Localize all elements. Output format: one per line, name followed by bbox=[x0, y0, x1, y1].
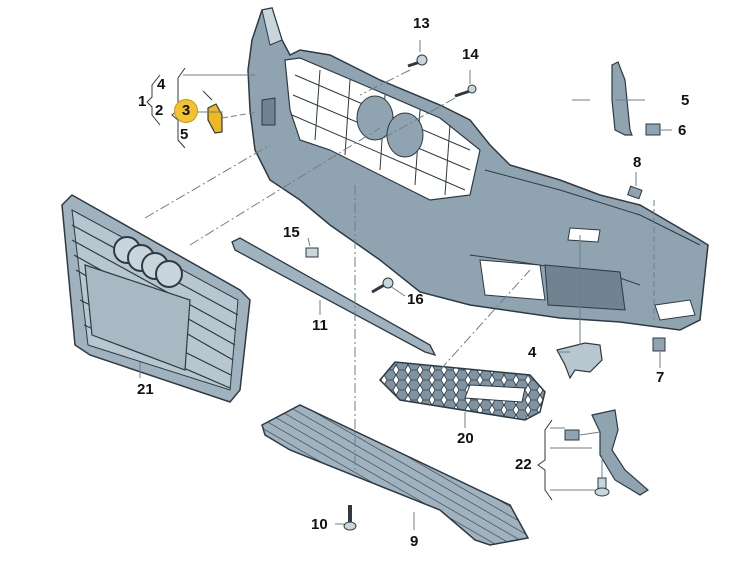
callout-9: 9 bbox=[410, 533, 419, 550]
callout-15: 15 bbox=[283, 224, 300, 241]
mounting-bracket bbox=[611, 61, 633, 136]
clip-nut-6 bbox=[645, 123, 661, 136]
callout-7: 7 bbox=[656, 369, 665, 386]
undertray bbox=[261, 404, 530, 546]
lower-trim-strip bbox=[231, 237, 437, 357]
fog-light-grille bbox=[378, 361, 546, 421]
screw-16 bbox=[371, 277, 394, 294]
callout-13: 13 bbox=[413, 15, 430, 32]
group-braces bbox=[146, 67, 553, 501]
callout-4: 4 bbox=[528, 344, 537, 361]
callout-6: 6 bbox=[678, 122, 687, 139]
callout-1: 1 bbox=[138, 93, 147, 110]
callout-11: 11 bbox=[312, 317, 328, 334]
callout-16: 16 bbox=[407, 291, 424, 308]
tow-hook-cap bbox=[207, 103, 223, 134]
arrow-icon bbox=[202, 90, 213, 101]
callout-3-highlighted: 3 bbox=[174, 99, 198, 123]
callout-10: 10 bbox=[311, 516, 328, 533]
callout-5-group: 5 bbox=[180, 126, 189, 143]
screw-14 bbox=[454, 84, 477, 98]
bracket-4 bbox=[556, 342, 603, 380]
clip-15 bbox=[305, 247, 319, 258]
radiator-grille bbox=[61, 194, 251, 403]
callout-20: 20 bbox=[457, 430, 474, 447]
clip-nut-8 bbox=[627, 185, 643, 200]
clip-7 bbox=[652, 337, 666, 352]
callout-2: 2 bbox=[155, 102, 164, 119]
screw-13 bbox=[407, 54, 428, 68]
callout-21: 21 bbox=[137, 381, 154, 398]
bumper-cover bbox=[247, 7, 709, 331]
callout-14: 14 bbox=[462, 46, 479, 63]
leader-lines bbox=[139, 40, 672, 530]
callout-8: 8 bbox=[633, 154, 642, 171]
callout-22: 22 bbox=[515, 456, 532, 473]
callout-4-group: 4 bbox=[157, 76, 166, 93]
screw-10 bbox=[343, 505, 357, 531]
side-bracket-set bbox=[564, 409, 650, 497]
callout-5: 5 bbox=[681, 92, 690, 109]
